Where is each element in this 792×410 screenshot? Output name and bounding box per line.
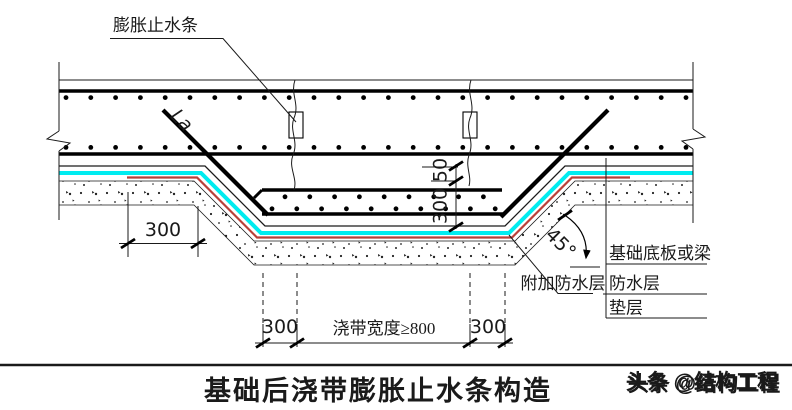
label-waterproof: 防水层 [609, 274, 660, 293]
watermark-shadow: 头条 @结构工程 [628, 372, 780, 396]
joint-wavy-left [291, 79, 297, 191]
joints [288, 79, 478, 191]
left-break-edge [45, 62, 72, 220]
extra-waterproof-callout: 附加防水层 [508, 234, 606, 294]
dim-300-bottom-right: 300 [470, 316, 506, 338]
recess-dots-row1 [282, 194, 486, 200]
slab-section [45, 62, 707, 223]
label-cushion: 垫层 [609, 299, 643, 318]
dim-50-label: 50 [430, 158, 452, 182]
right-break-edge [680, 62, 707, 223]
extra-waterproof-leader [508, 234, 593, 294]
recess-rebar-hook [252, 188, 264, 200]
layer-lines [59, 165, 693, 239]
bottom-dimensions: 300 浇带宽度≥800 300 [255, 273, 513, 349]
label-base-slab: 基础底板或梁 [609, 244, 711, 263]
recess-dots-row2 [269, 206, 498, 212]
left-dimension: 300 [119, 192, 207, 257]
joint-wavy-right [467, 79, 473, 187]
waterstop-callout: 膨胀止水条 [110, 16, 297, 123]
dim-300-bottom-left: 300 [262, 316, 298, 338]
watermark: 头条 @结构工程 头条 @结构工程 [626, 370, 780, 396]
layer-labels: 基础底板或梁 防水层 垫层 [603, 158, 711, 319]
recess-rebar: La [161, 105, 610, 219]
waterproof-layer-line [59, 171, 693, 235]
strip-width-label: 浇带宽度≥800 [333, 319, 436, 338]
slab-bottom-line [59, 165, 693, 227]
watermark-text: 头条 @结构工程 [626, 370, 778, 394]
angle-arc [565, 215, 591, 260]
top-rebar-dots [63, 95, 689, 100]
bottom-rebar-dots [63, 145, 689, 150]
dim-300-left-label: 300 [145, 219, 181, 241]
dim-300-depth-label: 300 [430, 188, 452, 224]
bent-bar-left [161, 108, 270, 217]
rebar-anchor-label: La [166, 105, 197, 136]
drawing-title: 基础后浇带膨胀止水条构造 [204, 376, 552, 406]
additional-waterproof-line [127, 176, 630, 239]
label-extra-waterproof: 附加防水层 [521, 274, 606, 293]
waterstop-callout-text: 膨胀止水条 [113, 16, 198, 35]
vertical-dimensions: 50 300 [422, 158, 464, 233]
title-block: 基础后浇带膨胀止水条构造 [0, 363, 792, 406]
waterstop-callout-leader [110, 38, 297, 123]
bent-bar-right [499, 108, 610, 219]
